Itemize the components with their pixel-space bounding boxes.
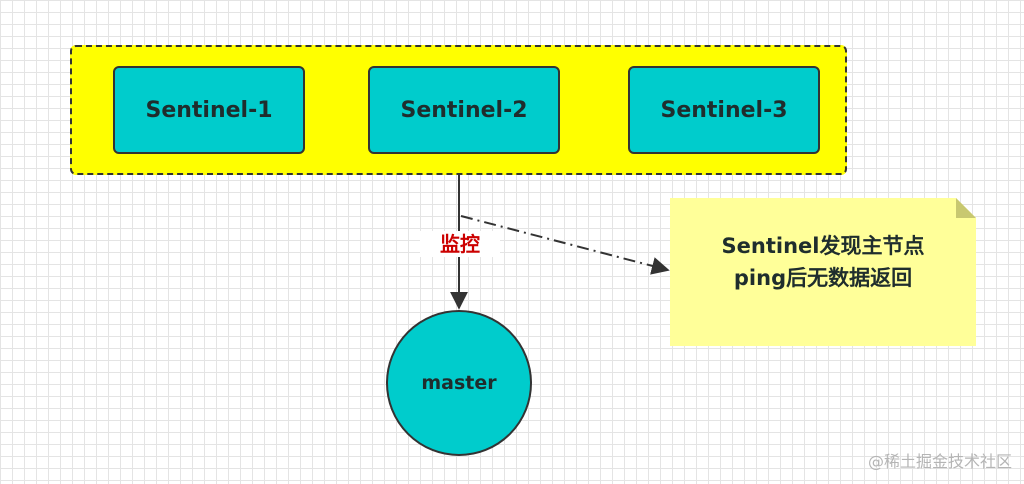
sentinel-label: Sentinel-2 (400, 97, 528, 123)
master-label: master (421, 372, 497, 394)
watermark: @稀土掘金技术社区 (867, 452, 1012, 471)
note-line: ping后无数据返回 (733, 266, 913, 290)
note-line: Sentinel发现主节点 (721, 234, 925, 258)
note-connector (460, 215, 670, 275)
sentinel-node[interactable]: Sentinel-3 (628, 66, 820, 154)
note-shape (670, 198, 976, 346)
monitor-edge-label: 监控 (420, 231, 500, 257)
sentinel-label: Sentinel-1 (145, 97, 273, 123)
sentinel-node[interactable]: Sentinel-2 (368, 66, 560, 154)
sentinel-label: Sentinel-3 (660, 97, 788, 123)
note-callout[interactable]: Sentinel发现主节点 ping后无数据返回 (670, 198, 976, 346)
master-node[interactable]: master (386, 310, 532, 456)
sentinel-node[interactable]: Sentinel-1 (113, 66, 305, 154)
